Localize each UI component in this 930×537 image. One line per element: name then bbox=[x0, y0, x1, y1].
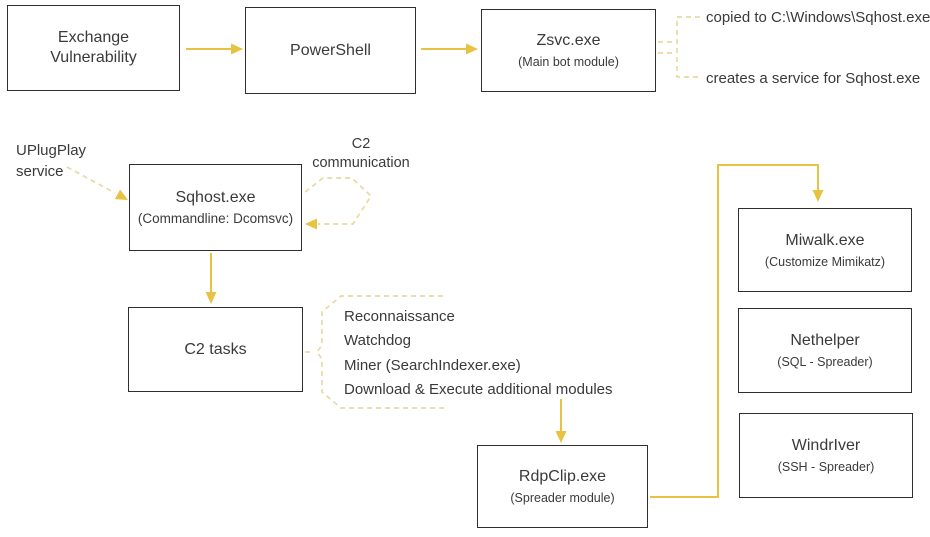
node-title: Exchange Vulnerability bbox=[50, 29, 137, 66]
task-item: Reconnaissance bbox=[344, 308, 455, 325]
node-subtitle: (Commandline: Dcomsvc) bbox=[137, 211, 294, 226]
arrow-exchange-to-powershell bbox=[186, 43, 243, 55]
node-title: Sqhost.exe bbox=[175, 189, 256, 206]
dashed-brace-c2-tasks bbox=[305, 295, 446, 409]
label-uplugplay-service: UPlugPlay service bbox=[16, 140, 86, 182]
node-exchange-vulnerability: Exchange Vulnerability bbox=[7, 5, 180, 91]
node-title: Miwalk.exe bbox=[785, 231, 865, 249]
node-subtitle: (Customize Mimikatz) bbox=[764, 254, 886, 269]
node-title: Nethelper bbox=[790, 332, 860, 349]
arrow-sqhost-to-c2tasks bbox=[205, 253, 217, 304]
node-subtitle: (SQL - Spreader) bbox=[777, 355, 873, 369]
node-rdpclip: RdpClip.exe (Spreader module) bbox=[477, 445, 648, 528]
node-subtitle: (Spreader module) bbox=[510, 491, 615, 505]
task-item: Miner (SearchIndexer.exe) bbox=[344, 356, 521, 374]
c2-task-list: Reconnaissance Watchdog Miner (SearchInd… bbox=[344, 305, 613, 403]
node-title: Zsvc.exe bbox=[536, 32, 601, 49]
arrow-tasks-to-rdpclip bbox=[555, 399, 567, 443]
task-item: Watchdog bbox=[344, 332, 411, 350]
label-line: C2 bbox=[351, 136, 371, 152]
label-c2-communication: C2 communication bbox=[302, 135, 420, 173]
node-miwalk: Miwalk.exe (Customize Mimikatz) bbox=[738, 208, 912, 292]
dashed-bracket-zsvc-notes bbox=[658, 16, 700, 78]
node-zsvc: Zsvc.exe (Main bot module) bbox=[481, 9, 656, 92]
note-copied-to: copied to C:\Windows\Sqhost.exe bbox=[706, 9, 930, 26]
node-subtitle: (Main bot module) bbox=[518, 55, 619, 69]
node-sqhost: Sqhost.exe (Commandline: Dcomsvc) bbox=[129, 164, 302, 251]
node-powershell: PowerShell bbox=[245, 7, 416, 94]
label-line: communication bbox=[312, 155, 410, 171]
dashed-loop-c2-communication bbox=[304, 177, 373, 230]
node-title: C2 tasks bbox=[184, 340, 247, 358]
arrow-powershell-to-zsvc bbox=[421, 43, 478, 55]
node-c2-tasks: C2 tasks bbox=[128, 307, 303, 392]
node-subtitle: (SSH - Spreader) bbox=[777, 460, 875, 474]
task-item: Download & Execute additional modules bbox=[344, 381, 613, 399]
dashed-arrow-uplugplay-to-sqhost bbox=[66, 166, 128, 200]
connector-rdpclip-to-miwalk bbox=[650, 164, 824, 498]
note-creates-service: creates a service for Sqhost.exe bbox=[706, 70, 921, 87]
node-title: WindrIver bbox=[791, 437, 861, 454]
node-nethelper: Nethelper (SQL - Spreader) bbox=[738, 308, 912, 393]
node-title: RdpClip.exe bbox=[518, 468, 607, 485]
node-windriver: WindrIver (SSH - Spreader) bbox=[739, 413, 913, 498]
label-line: UPlugPlay bbox=[16, 142, 87, 159]
label-line: service bbox=[16, 163, 64, 180]
node-title: PowerShell bbox=[290, 41, 371, 59]
